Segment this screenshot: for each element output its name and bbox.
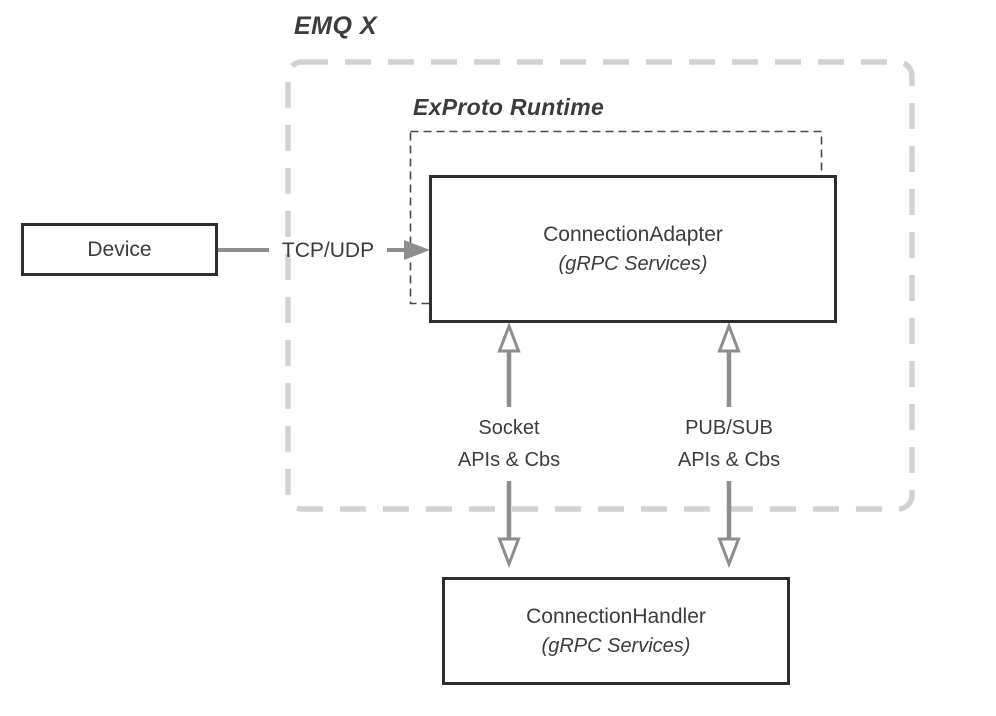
device-node-label: Device bbox=[87, 237, 152, 261]
connection-adapter-label: ConnectionAdapter bbox=[543, 222, 723, 246]
tcp-udp-arrow bbox=[218, 240, 430, 260]
connection-handler-label: ConnectionHandler bbox=[526, 604, 706, 628]
socket-arrow bbox=[497, 321, 521, 569]
socket-edge-label-line2: APIs & Cbs bbox=[457, 449, 561, 471]
pub-sub-edge-label-line2: APIs & Cbs bbox=[677, 449, 781, 471]
device-node: Device bbox=[21, 223, 218, 276]
socket-arrowhead-up bbox=[497, 321, 521, 353]
pub-sub-edge-label: PUB/SUB APIs & Cbs bbox=[649, 412, 809, 476]
emqx-title: EMQ X bbox=[294, 12, 378, 40]
connection-handler-sublabel: (gRPC Services) bbox=[541, 634, 691, 657]
pub-sub-arrow bbox=[717, 321, 741, 569]
connection-adapter-node: ConnectionAdapter (gRPC Services) bbox=[429, 175, 837, 323]
connection-adapter-sublabel: (gRPC Services) bbox=[558, 252, 708, 275]
pub-sub-arrowhead-up bbox=[717, 321, 741, 353]
exproto-runtime-label: ExProto Runtime bbox=[413, 94, 605, 120]
tcp-udp-edge-label: TCP/UDP bbox=[281, 239, 375, 262]
socket-edge-label: Socket APIs & Cbs bbox=[429, 412, 589, 476]
emqx-boundary-box bbox=[285, 59, 915, 512]
tcp-udp-arrowhead bbox=[404, 240, 430, 260]
socket-edge-label-line1: Socket bbox=[478, 417, 540, 439]
socket-arrowhead-down bbox=[497, 537, 521, 569]
connection-handler-node: ConnectionHandler (gRPC Services) bbox=[442, 577, 790, 685]
pub-sub-edge-label-line1: PUB/SUB bbox=[685, 417, 773, 439]
pub-sub-arrowhead-down bbox=[717, 537, 741, 569]
